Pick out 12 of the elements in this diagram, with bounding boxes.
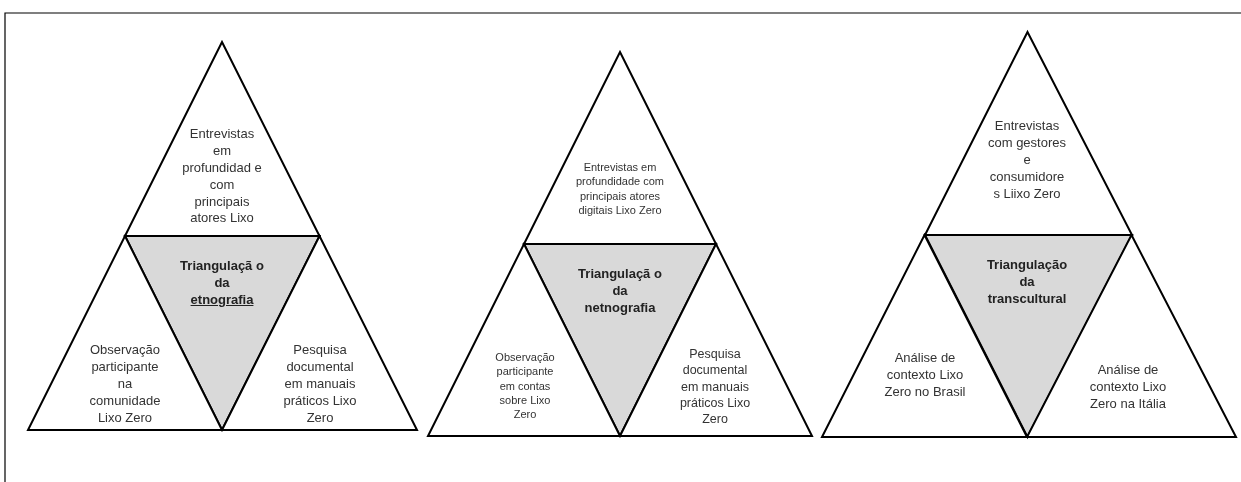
triangle-label: Análise de contexto Lixo Zero na Itália [1088, 362, 1168, 413]
triangle-label: Observação participante na comunidade Lixo Zero [88, 342, 162, 427]
triangle-label: Entrevistas com gestores e consumidore s Liixo Zero [986, 118, 1067, 203]
triangle-label: Entrevistas em profundidade com principais atores digitais Lixo Zero [574, 160, 666, 218]
center-label: Triangulaçã o da netnografia [578, 266, 662, 317]
triangle-label: Análise de contexto Lixo Zero no Brasil [883, 350, 967, 401]
center-label: Triangulação da transcultural [985, 257, 1069, 308]
triangle-label: Pesquisa documental em manuais práticos Lixo Zero [282, 342, 358, 427]
triangle-label: Entrevistas em profundidad e com principais atores Lixo [182, 126, 262, 228]
triangle-label: Observação participante em contas sobre Lixo Zero [494, 350, 556, 422]
center-label: etnografia [190, 291, 254, 309]
triangle-label: Pesquisa documental em manuais práticos Lixo Zero [678, 346, 752, 428]
